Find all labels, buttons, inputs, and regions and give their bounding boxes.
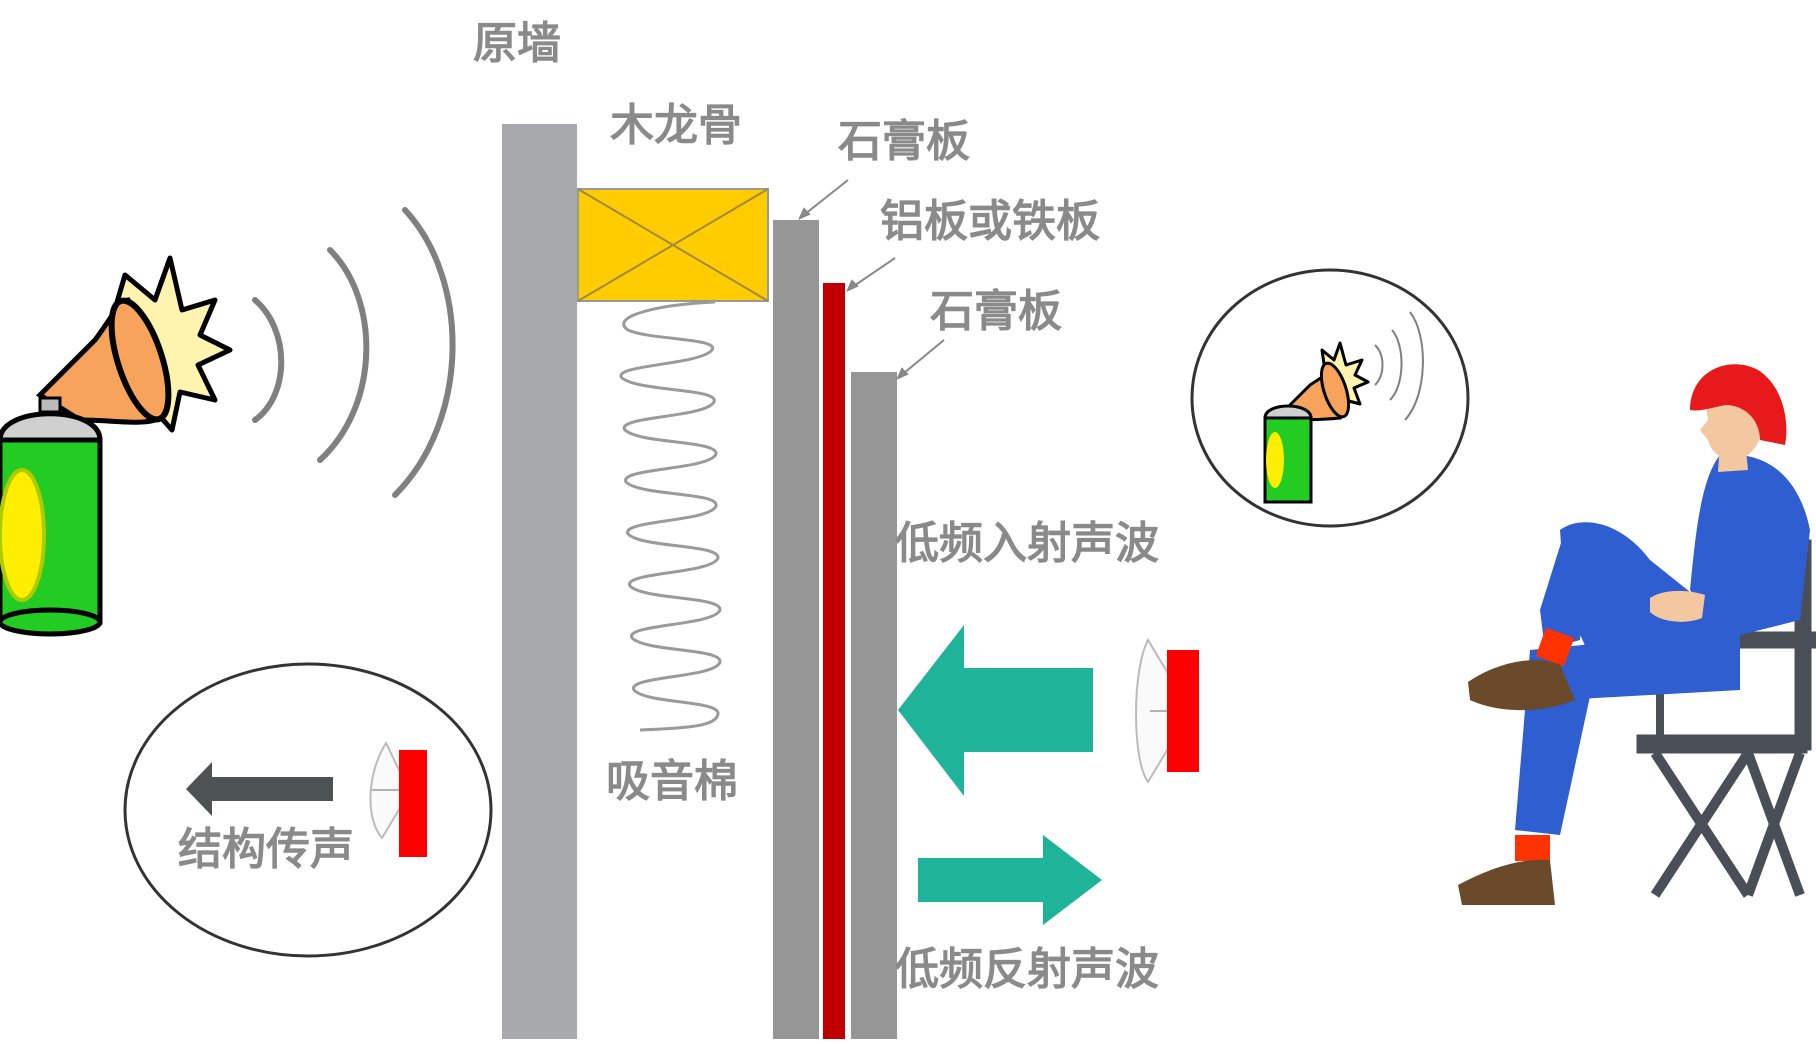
spray-can-horn-icon	[0, 255, 233, 637]
label-wood-keel: 木龙骨	[610, 100, 742, 151]
structure-borne-arrow	[186, 762, 333, 816]
leader-metal-head	[846, 279, 859, 292]
seated-worker-icon	[1458, 364, 1816, 905]
sound-arc-3	[392, 207, 456, 498]
can-label	[0, 468, 46, 602]
worker-sock-back	[1515, 835, 1550, 861]
label-metal-sheet: 铝板或铁板	[880, 196, 1100, 247]
distant-noise-callout	[1190, 268, 1470, 528]
worker-lower-leg-front	[1540, 530, 1590, 650]
loudspeaker-icon-small	[369, 740, 427, 857]
speaker-magnet	[1167, 650, 1199, 772]
label-incident-wave: 低频入射声波	[895, 518, 1159, 569]
label-reflected-wave: 低频反射声波	[895, 944, 1159, 995]
horn-mouth	[108, 297, 172, 423]
metal-sheet	[823, 283, 845, 1040]
leader-gypsum-1-head	[798, 207, 811, 220]
label-original-wall: 原墙	[473, 18, 561, 69]
worker-hand	[1650, 590, 1705, 622]
worker-hard-hat	[1690, 364, 1787, 445]
spray-can-horn-small-icon	[1263, 341, 1370, 504]
label-absorbing-cotton: 吸音棉	[606, 756, 738, 807]
worker-sock-front	[1535, 627, 1575, 667]
loudspeaker-icon	[1135, 637, 1199, 784]
leader-gypsum-2-head	[896, 367, 909, 380]
sound-arc-2	[317, 247, 370, 463]
worker-shoe-back	[1458, 859, 1555, 905]
incident-wave-arrow	[898, 625, 1093, 796]
wood-keel	[577, 188, 769, 302]
worker-thigh	[1530, 630, 1740, 700]
original-wall	[502, 124, 577, 1040]
can-nozzle	[38, 396, 62, 414]
can-top	[0, 411, 103, 443]
gypsum-board-inner	[773, 220, 819, 1040]
can-bottom	[0, 607, 103, 637]
sound-waves	[252, 207, 456, 498]
leader-lines	[798, 179, 945, 380]
structure-borne-callout	[123, 662, 493, 958]
label-gypsum-board-1: 石膏板	[838, 116, 970, 167]
label-structure-borne: 结构传声	[178, 824, 354, 875]
reflected-wave-arrow	[918, 835, 1102, 925]
small-sound-waves	[1374, 311, 1424, 421]
label-gypsum-board-2: 石膏板	[930, 286, 1062, 337]
sound-arc-1	[252, 297, 285, 423]
gypsum-board-outer	[851, 372, 897, 1040]
absorbing-cotton-spring	[619, 300, 722, 732]
worker-arm	[1700, 490, 1779, 610]
worker-shoe-front	[1468, 660, 1575, 711]
